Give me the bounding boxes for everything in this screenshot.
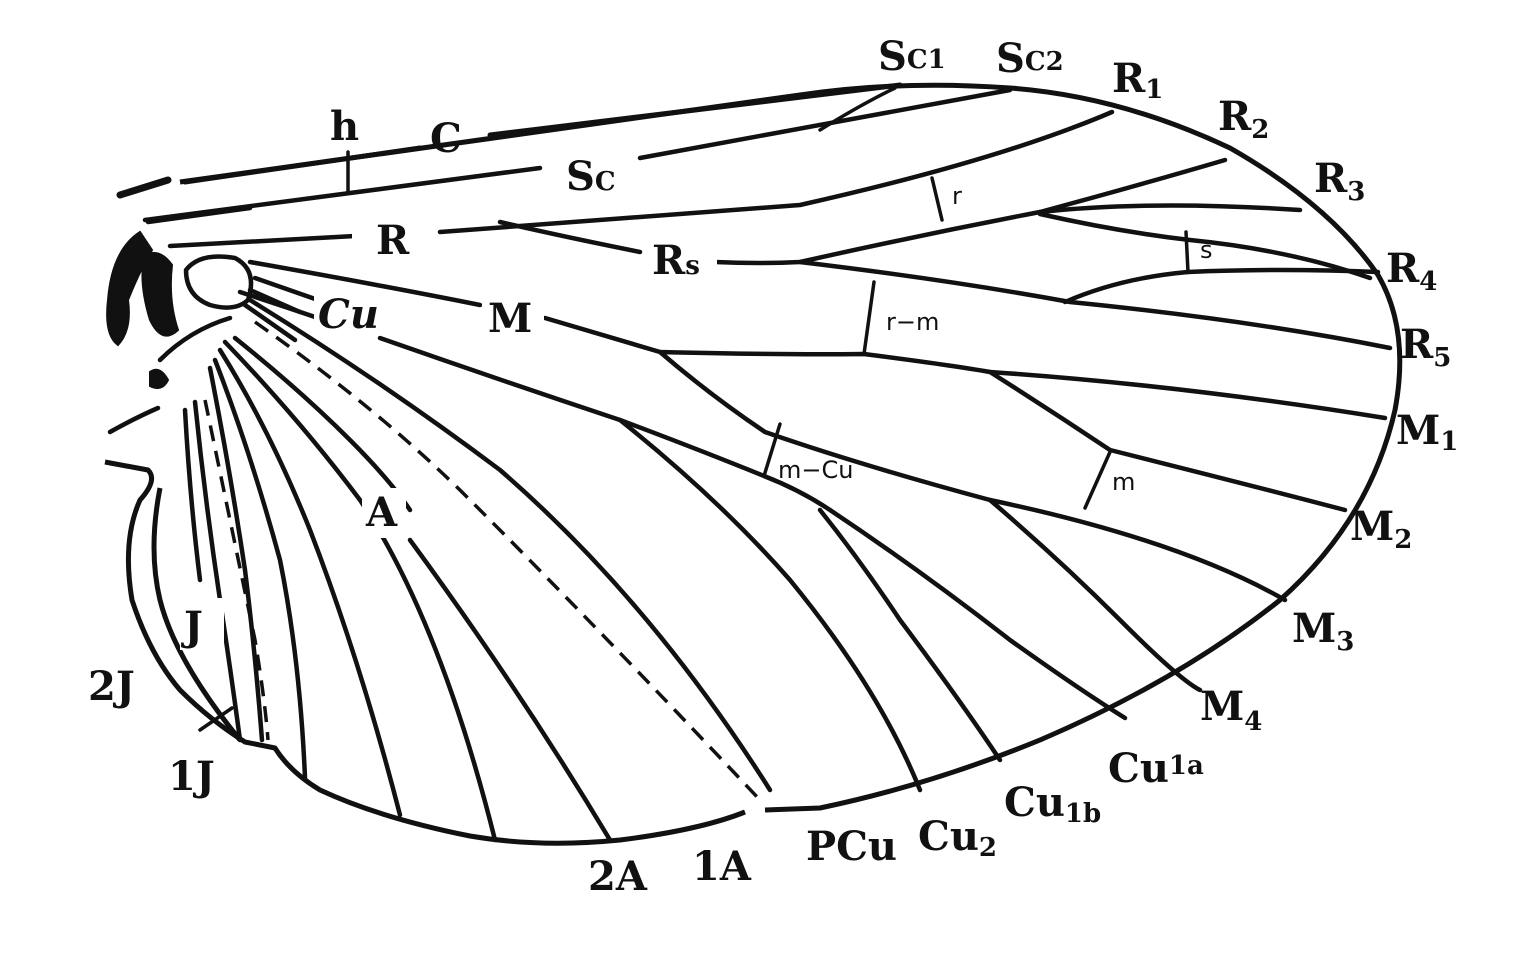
base-connector [157,315,233,363]
jugal-edge [151,487,242,742]
cu1b-vein [817,507,1003,763]
jugal-dashed-vein [203,399,270,741]
m4-vein [987,497,1203,693]
subcosta-vein [142,87,1013,223]
dashed-cubital-fold [253,320,762,802]
anal-vein-4 [207,365,265,743]
label-sc1: SC1 [878,33,946,80]
basal-vein-3 [242,302,298,343]
label-pcu: PCu [806,823,897,870]
m2-vein [987,369,1348,513]
anal-vein-3 [212,357,308,781]
anal-vein-a [232,335,613,843]
wing-margin-rear [104,459,746,846]
costa-front-segment [116,176,172,199]
label-r: R [376,217,410,264]
label-m4: M4 [1200,683,1262,737]
label-s-crossvein: s [1200,236,1213,264]
label-a: A [365,489,398,536]
jugal-crossline [198,706,234,732]
label-r1: R1 [1112,55,1163,105]
label-m: M [488,295,532,342]
label-cu1a: Cu1a [1108,745,1204,792]
r-crossvein [930,176,944,222]
anal-vein-1 [222,339,498,843]
label-1a: 1A [692,843,752,890]
label-j: J [181,603,203,650]
wing-base-sclerite-2 [141,252,180,337]
r-m-crossvein [862,280,876,356]
label-sc2: SC2 [996,35,1064,82]
label-h: h [330,103,359,150]
label-m-crossvein: m [1112,468,1135,496]
label-r2: R2 [1218,93,1269,145]
label-m1: M1 [1396,407,1458,457]
label-cu2: Cu2 [918,813,997,863]
label-cu1b: Cu1b [1004,779,1101,829]
jugal-vein-2 [182,407,203,583]
m-stem-lower [657,349,1288,603]
r4-vein [1037,211,1373,281]
r4-r5-lower [1185,267,1381,275]
label-m-cu-crossvein: m−Cu [778,456,853,484]
sc1-branch [818,86,897,132]
label-m3: M3 [1292,605,1354,657]
wing-base-sclerite [106,230,154,347]
r3-vein [1037,203,1303,215]
label-r4: R4 [1386,245,1437,297]
base-knob [149,368,170,389]
m-cu-crossvein [762,422,782,478]
media-vein [247,259,1388,421]
basal-vein-1 [252,275,321,303]
radial-sector-vein [497,157,1228,266]
label-2a: 2A [588,853,648,900]
humeral-plate [183,254,254,310]
m-crossvein [1083,450,1112,510]
label-r5: R5 [1400,321,1451,373]
basal-vein-2 [247,287,303,315]
label-c: C [430,115,462,162]
r5-split [1062,269,1191,305]
label-r-crossvein: r [952,182,962,210]
label-m2: M2 [1350,503,1412,555]
label-sc: SC [566,153,616,200]
pcu-vein [247,297,773,793]
label-r-m-crossvein: r−m [886,308,939,336]
jugal-vein-1 [192,399,243,743]
cu2-vein [617,417,923,793]
label-cu: Cu [318,291,379,338]
costa-vein [182,82,903,185]
anal-vein-2 [217,347,403,818]
radius-vein [167,109,1115,249]
label-r3: R3 [1314,155,1365,207]
label-1j: 1J [168,753,215,800]
label-2j: 2J [88,663,135,710]
label-rs: Rs [652,237,700,284]
wing-margin-front [179,82,1403,813]
s-crossvein [1184,230,1190,274]
base-notch [107,405,161,435]
